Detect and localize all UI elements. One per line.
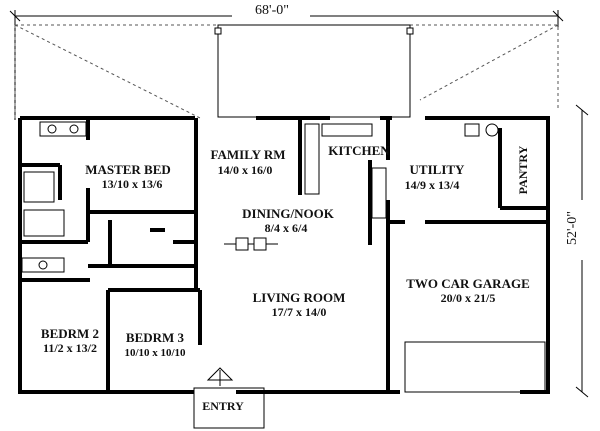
overall-width-label: 68'-0" xyxy=(255,3,289,18)
living-room-name: LIVING ROOM xyxy=(253,290,346,305)
entry-name: ENTRY xyxy=(202,399,244,413)
patio xyxy=(214,24,414,118)
master-bed-dims: 13/10 x 13/6 xyxy=(102,177,163,191)
master-bed-name: MASTER BED xyxy=(85,162,171,177)
family-rm-dims: 14/0 x 16/0 xyxy=(218,163,273,177)
bedrm3-dims: 10/10 x 10/10 xyxy=(124,347,186,359)
overall-depth-label: 52'-0" xyxy=(565,211,580,245)
kitchen-name: KITCHEN xyxy=(328,143,390,158)
entry-porch xyxy=(193,367,265,429)
interior-walls xyxy=(20,118,548,392)
family-rm-name: FAMILY RM xyxy=(211,147,286,162)
width-dimension: 68'-0" xyxy=(9,3,564,120)
bedrm2-name: BEDRM 2 xyxy=(41,326,99,341)
dining-nook-name: DINING/NOOK xyxy=(242,206,335,221)
living-room-dims: 17/7 x 14/0 xyxy=(272,305,327,319)
bedrm3-name: BEDRM 3 xyxy=(126,330,185,345)
roof-outline xyxy=(14,24,559,120)
garage-dims: 20/0 x 21/5 xyxy=(441,291,496,305)
dining-nook-dims: 8/4 x 6/4 xyxy=(265,221,308,235)
dining-table xyxy=(224,237,278,251)
garage-name: TWO CAR GARAGE xyxy=(406,276,530,291)
garage-door xyxy=(404,341,546,393)
depth-dimension: 52'-0" xyxy=(565,104,589,398)
bedrm2-dims: 11/2 x 13/2 xyxy=(43,341,97,355)
pantry-name: PANTRY xyxy=(516,145,530,194)
utility-dims: 14/9 x 13/4 xyxy=(405,178,460,192)
utility-name: UTILITY xyxy=(410,162,466,177)
fixtures xyxy=(21,121,499,273)
